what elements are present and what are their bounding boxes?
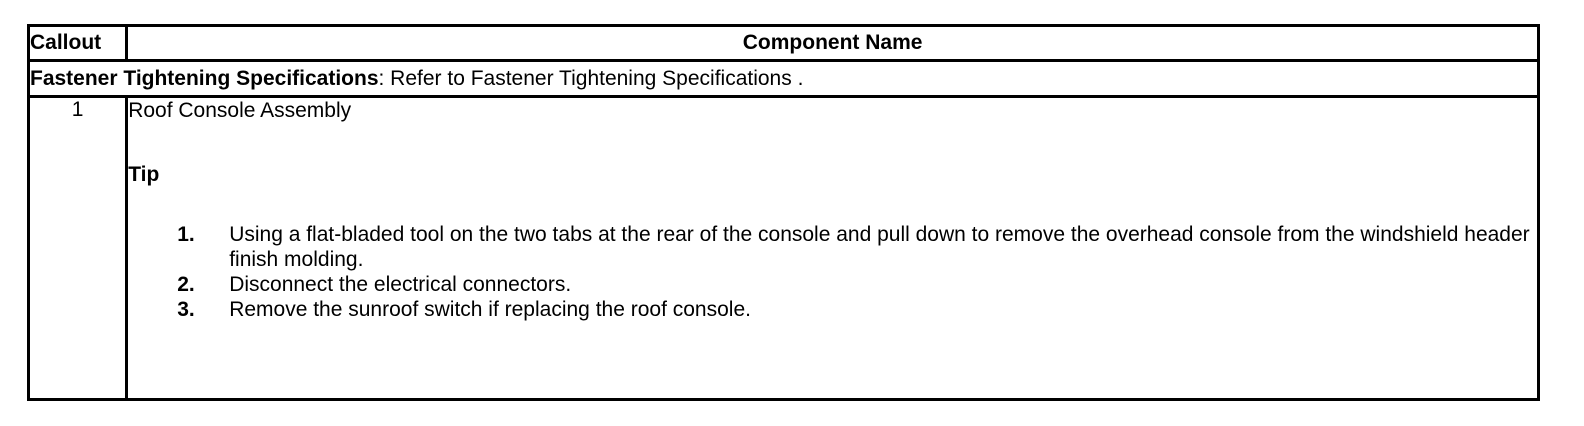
component-title: Roof Console Assembly xyxy=(128,99,352,122)
fastener-specifications-row: Fastener Tightening Specifications: Refe… xyxy=(27,59,1540,98)
list-item: 2. Disconnect the electrical connectors. xyxy=(128,272,1537,297)
fastener-specifications-reference: : Refer to Fastener Tightening Specifica… xyxy=(378,67,804,90)
list-item: 1. Using a flat-bladed tool on the two t… xyxy=(128,222,1537,272)
fastener-specifications-cell: Fastener Tightening Specifications: Refe… xyxy=(27,59,1540,98)
step-text: Using a flat-bladed tool on the two tabs… xyxy=(229,223,1530,271)
header-cell-callout: Callout xyxy=(26,24,129,62)
header-cell-component-name: Component Name xyxy=(125,24,1540,62)
component-specification-table: Callout Component Name Fastener Tighteni… xyxy=(26,24,1540,401)
fastener-specifications-label: Fastener Tightening Specifications xyxy=(30,67,379,90)
table-row: 1 Roof Console Assembly Tip 1. Using a f… xyxy=(26,95,1540,401)
procedure-step-list: 1. Using a flat-bladed tool on the two t… xyxy=(128,222,1537,322)
step-number: 2. xyxy=(177,273,195,296)
step-number: 1. xyxy=(177,223,195,246)
component-detail-cell: Roof Console Assembly Tip 1. Using a fla… xyxy=(125,95,1540,401)
list-item: 3. Remove the sunroof switch if replacin… xyxy=(128,297,1537,322)
callout-number-cell: 1 xyxy=(26,95,129,401)
table-header-row: Callout Component Name xyxy=(26,24,1540,62)
step-text: Disconnect the electrical connectors. xyxy=(229,273,572,296)
step-number: 3. xyxy=(177,298,195,321)
step-text: Remove the sunroof switch if replacing t… xyxy=(229,298,751,321)
tip-heading: Tip xyxy=(128,163,160,186)
